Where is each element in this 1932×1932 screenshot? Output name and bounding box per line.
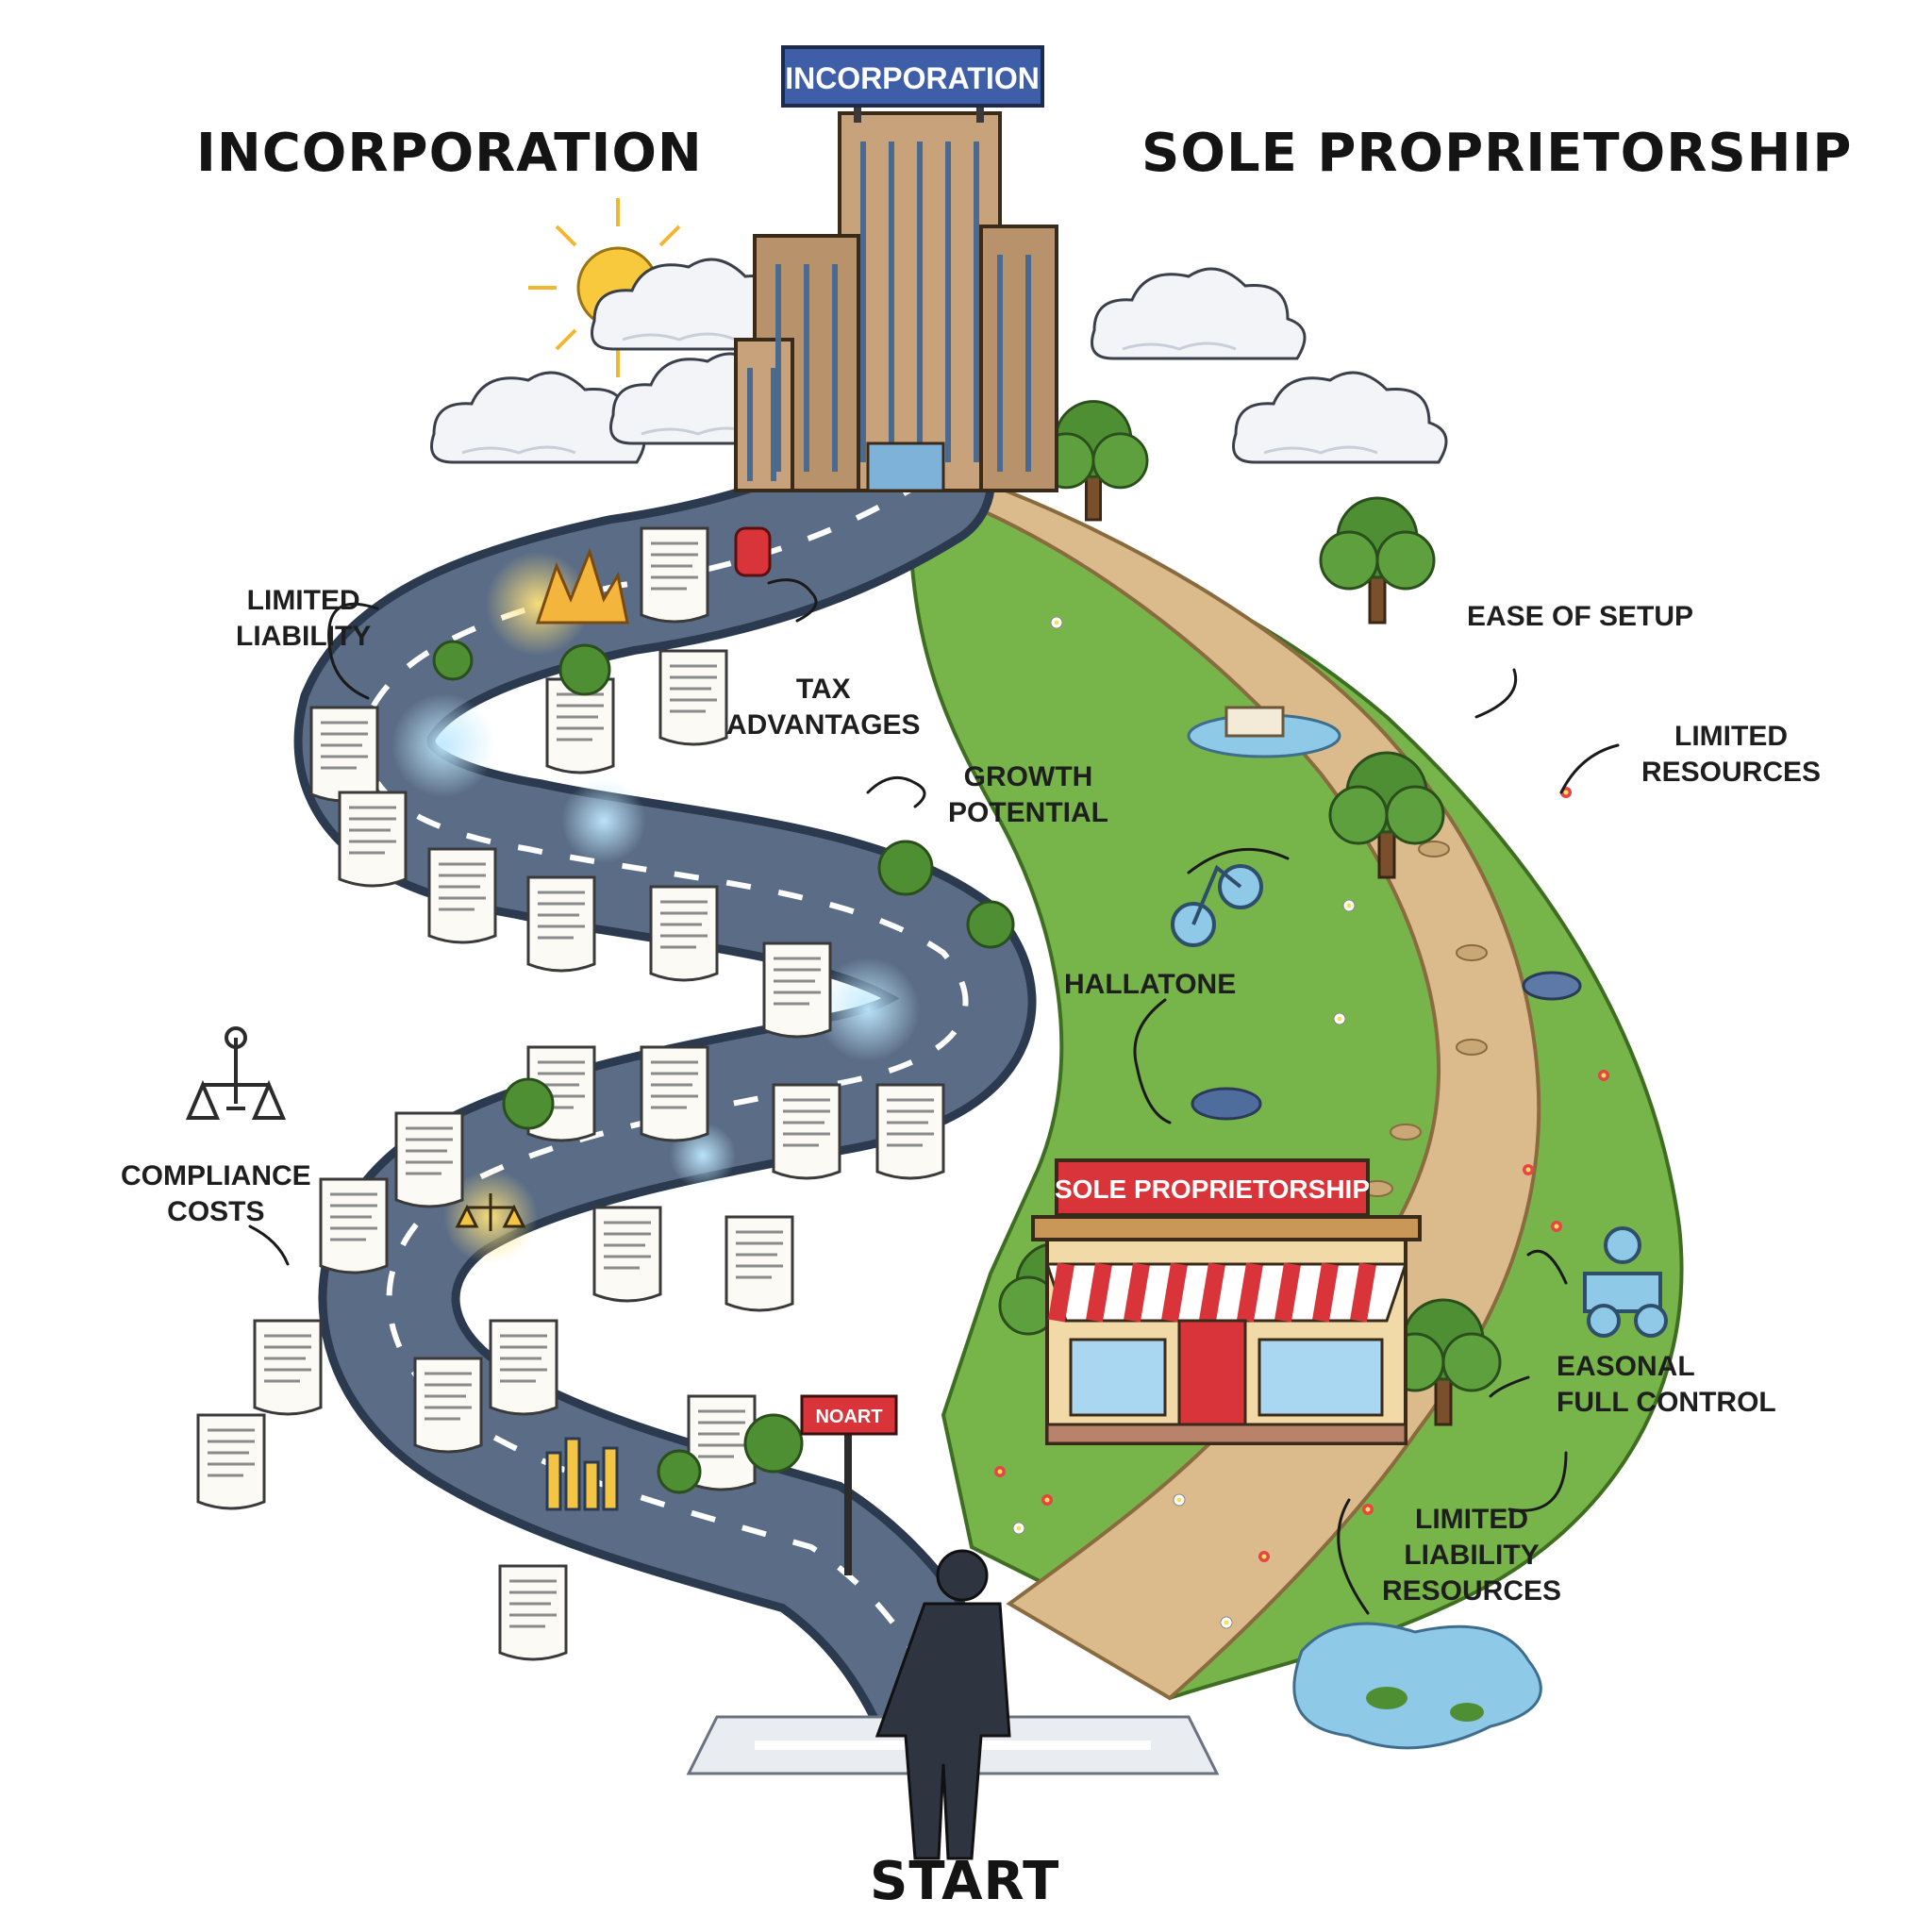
scooter-icon [1171, 864, 1263, 947]
scales-icon [455, 1193, 526, 1231]
tractor-icon [1583, 1226, 1668, 1338]
tower-sign: INCORPORATION [781, 45, 1044, 123]
glow [391, 693, 495, 797]
document-icon [319, 1177, 389, 1274]
document-icon [338, 791, 408, 888]
glow [816, 958, 920, 1061]
hydrant-icon [734, 526, 772, 577]
label-growth-potential: GROWTH POTENTIAL [948, 761, 1108, 828]
document-icon [489, 1319, 558, 1416]
leader-lines [248, 578, 1620, 1615]
document-icon [253, 1319, 323, 1416]
incorporation-heading: INCORPORATION [196, 123, 703, 184]
cloud-icon [1232, 371, 1448, 464]
label-compliance-costs: COMPLIANCE COSTS [121, 1160, 311, 1227]
tree-icon [1319, 496, 1436, 625]
document-icon [498, 1564, 568, 1661]
office-tower-icon [734, 111, 1058, 492]
road-dashes [361, 478, 969, 1690]
document-icon [640, 526, 709, 624]
label-easonal-full-control: EASONAL FULL CONTROL [1557, 1351, 1776, 1418]
document-icon [640, 1045, 709, 1142]
shop-sign: SOLE PROPRIETORSHIP [1055, 1158, 1370, 1217]
sole-proprietorship-heading: SOLE PROPRIETORSHIP [1141, 123, 1853, 184]
document-icon [394, 1111, 464, 1208]
rock-icon [1191, 1087, 1262, 1121]
fire-icon [535, 547, 629, 625]
document-icon [196, 1413, 266, 1510]
road-sign-text: NOART [815, 1407, 882, 1427]
label-limited-liability: LIMITED LIABILITY [236, 585, 372, 652]
pond-icon [1292, 1622, 1542, 1750]
document-icon [413, 1357, 483, 1454]
label-limited-resources: LIMITED RESOURCES [1641, 721, 1822, 788]
tower-sign-text: INCORPORATION [785, 61, 1040, 95]
cloud-icon [1091, 267, 1307, 360]
document-icon [875, 1083, 945, 1180]
document-icon [762, 941, 832, 1039]
scales-icon [185, 1026, 287, 1120]
document-icon [772, 1083, 841, 1180]
document-icon [592, 1206, 662, 1303]
document-icon [649, 885, 719, 982]
glow [561, 778, 646, 863]
road-sign: NOART [800, 1394, 898, 1575]
storefront-icon [1031, 1215, 1422, 1445]
document-icon [724, 1215, 794, 1312]
bushes [432, 640, 1015, 1494]
bar-chart-icon [545, 1437, 619, 1511]
label-tax-advantages: TAX ADVANTAGES [726, 674, 921, 741]
label-limited-liability-resources: LIMITED LIABILITY RESOURCES [1382, 1504, 1562, 1607]
document-icon [427, 847, 497, 944]
shop-sign-text: SOLE PROPRIETORSHIP [1055, 1174, 1370, 1204]
document-icon [658, 649, 728, 746]
glow [486, 552, 590, 656]
person-icon [874, 1549, 1011, 1860]
rock-icon [1522, 971, 1582, 1001]
label-hallatone: HALLATONE [1064, 969, 1237, 1000]
document-icon [309, 706, 379, 803]
document-icon [526, 875, 596, 973]
label-ease-of-setup: EASE OF SETUP [1467, 601, 1694, 632]
pond-icon [1187, 706, 1341, 758]
start-heading: START [870, 1851, 1060, 1912]
